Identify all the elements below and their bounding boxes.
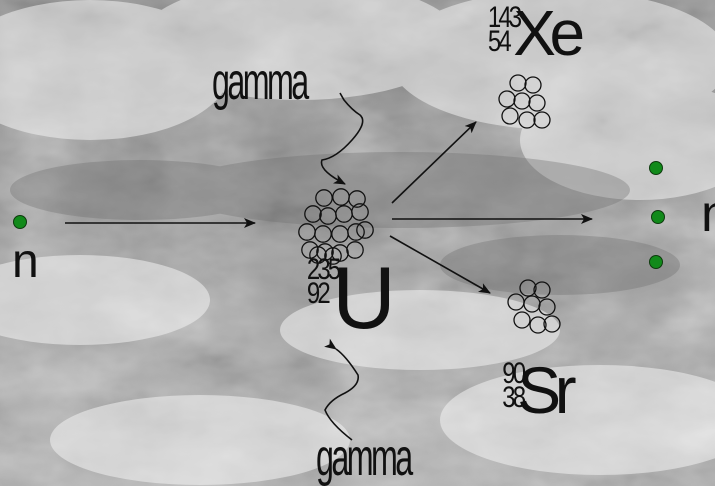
xenon-symbol: Xe xyxy=(513,6,578,60)
uranium-symbol: U xyxy=(332,258,387,337)
gamma-label-top: gamma xyxy=(212,56,307,108)
xenon-atomic-number: 54 xyxy=(488,30,519,54)
outgoing-neutron-dot xyxy=(649,161,663,175)
uranium-atomic-number: 92 xyxy=(307,282,338,306)
nucleon-circle xyxy=(508,294,524,310)
strontium-product-arrow xyxy=(390,236,490,293)
gamma-wave-top xyxy=(321,93,362,184)
outgoing-neutron-dot xyxy=(651,210,665,224)
nucleon-circle xyxy=(534,112,550,128)
xenon-nucleus-icon xyxy=(499,75,550,128)
nucleon-circle xyxy=(336,206,352,222)
nucleon-circle xyxy=(524,296,540,312)
nucleon-circle xyxy=(514,93,530,109)
nucleon-circle xyxy=(514,312,530,328)
strontium-nucleus-icon xyxy=(508,280,560,333)
strontium-atomic-number: 38 xyxy=(502,386,523,410)
nucleon-circle xyxy=(529,95,545,111)
outgoing-neutrons-label: n xyxy=(701,188,715,240)
gamma-wave-bottom xyxy=(325,349,358,440)
gamma-label-bottom: gamma xyxy=(316,432,411,484)
nucleon-circle xyxy=(333,189,349,205)
nucleon-circle xyxy=(316,190,332,206)
incoming-neutron-dot xyxy=(13,215,27,229)
nucleon-circle xyxy=(305,206,321,222)
incoming-neutron-label: n xyxy=(12,238,35,286)
nucleon-circle xyxy=(525,77,541,93)
xenon-product-arrow xyxy=(392,122,476,203)
nucleon-circle xyxy=(357,222,373,238)
xenon-isotope-label: 143 54 Xe xyxy=(480,6,579,60)
strontium-symbol: Sr xyxy=(517,362,570,418)
nucleon-circle xyxy=(320,208,336,224)
nucleon-circle xyxy=(499,91,515,107)
nucleon-circle xyxy=(299,224,315,240)
nucleon-circle xyxy=(539,299,555,315)
nucleon-circle xyxy=(510,75,526,91)
nucleon-circle xyxy=(315,226,331,242)
nucleon-circle xyxy=(332,226,348,242)
outgoing-neutron-dot xyxy=(649,255,663,269)
strontium-isotope-label: 90 38 Sr xyxy=(497,362,570,418)
nucleon-circle xyxy=(519,112,535,128)
nucleon-circle xyxy=(502,108,518,124)
uranium-isotope-label: 235 92 U xyxy=(299,258,387,337)
